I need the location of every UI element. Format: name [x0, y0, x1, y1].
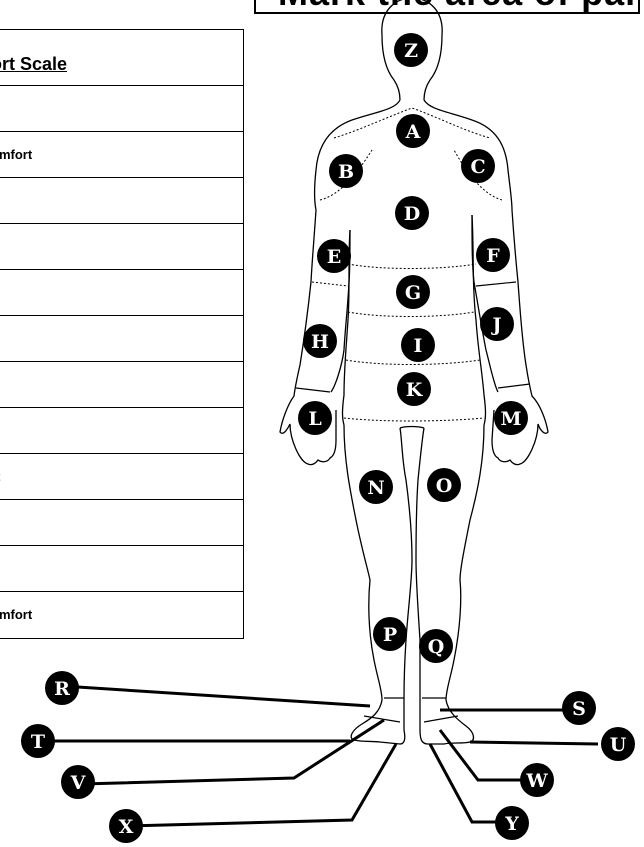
- label-f[interactable]: F: [476, 238, 510, 272]
- label-i[interactable]: I: [401, 328, 435, 362]
- label-g[interactable]: G: [396, 275, 430, 309]
- label-d[interactable]: D: [395, 196, 429, 230]
- label-s[interactable]: S: [562, 691, 596, 725]
- svg-text:K: K: [406, 379, 424, 401]
- label-w[interactable]: W: [520, 763, 554, 797]
- svg-text:A: A: [405, 121, 421, 143]
- label-x[interactable]: X: [109, 809, 143, 843]
- svg-text:X: X: [119, 816, 134, 838]
- label-z[interactable]: Z: [394, 33, 428, 67]
- svg-text:G: G: [405, 282, 421, 304]
- label-y[interactable]: Y: [495, 806, 529, 840]
- svg-text:Y: Y: [504, 813, 519, 835]
- svg-text:R: R: [54, 678, 70, 700]
- svg-text:H: H: [311, 331, 329, 353]
- svg-text:T: T: [31, 731, 45, 753]
- label-o[interactable]: O: [427, 468, 461, 502]
- label-t[interactable]: T: [21, 724, 55, 758]
- svg-text:N: N: [367, 477, 384, 499]
- svg-text:S: S: [572, 698, 586, 720]
- svg-text:Q: Q: [428, 636, 445, 658]
- label-u[interactable]: U: [601, 727, 635, 761]
- svg-text:W: W: [525, 770, 548, 792]
- label-m[interactable]: M: [494, 401, 528, 435]
- svg-text:D: D: [404, 203, 420, 225]
- label-k[interactable]: K: [397, 372, 431, 406]
- label-e[interactable]: E: [317, 239, 351, 273]
- label-r[interactable]: R: [45, 671, 79, 705]
- label-b[interactable]: B: [329, 154, 363, 188]
- label-v[interactable]: V: [61, 765, 95, 799]
- leader-lines: [38, 686, 598, 826]
- label-j[interactable]: J: [480, 307, 514, 341]
- label-h[interactable]: H: [303, 324, 337, 358]
- svg-text:M: M: [500, 408, 521, 430]
- label-n[interactable]: N: [359, 470, 393, 504]
- svg-text:O: O: [436, 475, 453, 497]
- svg-text:Z: Z: [404, 40, 418, 62]
- svg-text:F: F: [486, 245, 500, 267]
- label-c[interactable]: C: [461, 149, 495, 183]
- svg-text:J: J: [491, 314, 502, 336]
- svg-text:V: V: [70, 772, 87, 794]
- svg-text:U: U: [610, 734, 627, 756]
- svg-text:I: I: [414, 335, 423, 357]
- region-labels: Z A B C D E F G J H I K L M N O P Q R S …: [21, 33, 635, 843]
- svg-text:B: B: [338, 161, 354, 183]
- label-q[interactable]: Q: [419, 629, 453, 663]
- svg-text:C: C: [470, 156, 485, 178]
- label-p[interactable]: P: [373, 617, 407, 651]
- label-a[interactable]: A: [396, 114, 430, 148]
- svg-text:L: L: [308, 408, 321, 430]
- label-l[interactable]: L: [298, 401, 332, 435]
- svg-text:E: E: [327, 246, 341, 268]
- svg-text:P: P: [383, 624, 397, 646]
